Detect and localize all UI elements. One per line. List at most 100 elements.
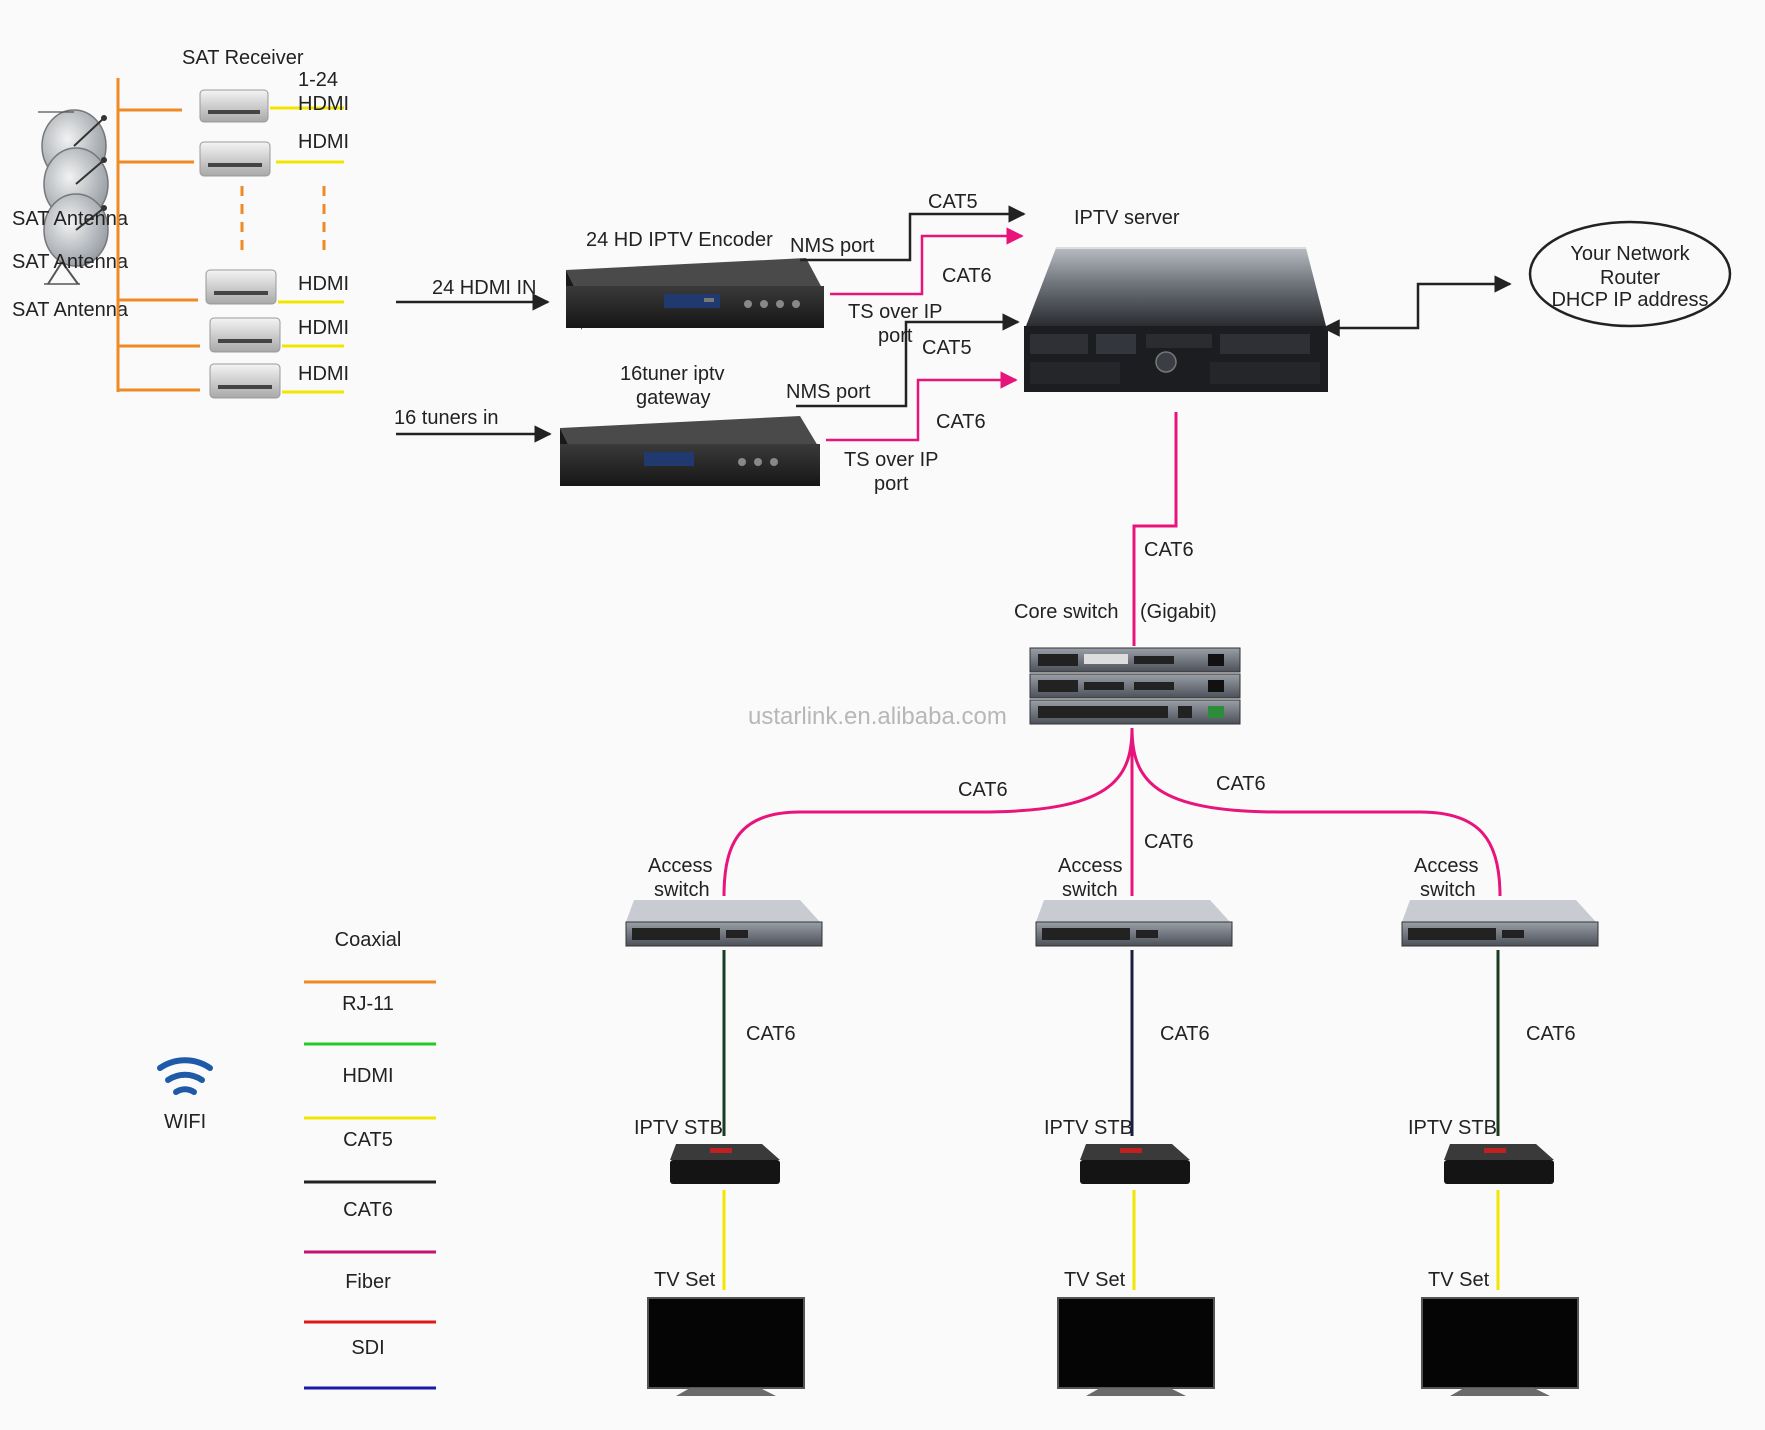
- iptv-encoder-device: [566, 258, 824, 330]
- cat5-label: CAT5: [928, 191, 978, 213]
- legend-item: CAT6: [304, 1199, 436, 1254]
- cat6-label: CAT6: [1144, 831, 1194, 853]
- satellite-dish-icon: [43, 193, 109, 285]
- iptv-stb-device: [1444, 1144, 1554, 1184]
- core-access-cat6-links: [722, 727, 1502, 897]
- gateway-ts-label: TS over IP: [844, 449, 938, 471]
- access-switch-label-2: switch: [654, 879, 710, 901]
- legend-label: HDMI: [342, 1065, 393, 1087]
- cat6-label: CAT6: [936, 411, 986, 433]
- gigabit-label: (Gigabit): [1140, 601, 1217, 623]
- legend-label: Fiber: [345, 1271, 391, 1293]
- legend-item: Coaxial: [304, 929, 436, 984]
- server-core-cat6-link: [1132, 412, 1178, 646]
- cat6-label: CAT6: [1144, 539, 1194, 561]
- encoder-port-label: port: [878, 325, 913, 347]
- sat-receiver-device: [199, 89, 269, 123]
- iptv-stb-label: IPTV STB: [634, 1117, 723, 1139]
- sat-receiver-device: [209, 363, 281, 399]
- wifi-icon: [157, 1057, 213, 1095]
- tv-set-label: TV Set: [1428, 1269, 1490, 1291]
- legend-item: RJ-11: [304, 993, 436, 1046]
- iptv-stb-device: [670, 1144, 780, 1184]
- access-switch-label: Access: [1414, 855, 1478, 877]
- gateway-title-2: gateway: [636, 387, 711, 409]
- gateway-title: 16tuner iptv: [620, 363, 725, 385]
- hdmi-cabling: [270, 106, 344, 394]
- access-switch-device: [1401, 900, 1599, 947]
- sat-receiver-device: [209, 317, 281, 353]
- tuners-in-label: 16 tuners in: [394, 407, 499, 429]
- network-router: Your Network Router DHCP IP address: [1528, 220, 1732, 328]
- router-label-3: DHCP IP address: [1551, 289, 1708, 311]
- cat6-label: CAT6: [958, 779, 1008, 801]
- tv-set-device: [647, 1297, 805, 1396]
- sat-receiver-title: SAT Receiver: [182, 47, 304, 69]
- iptv-gateway-device: [560, 416, 820, 486]
- satellite-dishes: [38, 109, 109, 285]
- sat-receivers: [199, 89, 281, 399]
- cat6-label: CAT6: [1526, 1023, 1576, 1045]
- cat6-label: CAT6: [942, 265, 992, 287]
- access-switch-label: Access: [1058, 855, 1122, 877]
- core-switch-label: Core switch: [1014, 601, 1118, 623]
- watermark-text: ustarlink.en.alibaba.com: [748, 703, 1007, 730]
- gateway-port-label: port: [874, 473, 909, 495]
- access-switch-device: [1035, 900, 1233, 947]
- encoder-nms-cat5-link: [800, 205, 1026, 262]
- access-switch-label-2: switch: [1062, 879, 1118, 901]
- tv-set-device: [1421, 1297, 1579, 1396]
- hdmi-label: HDMI: [298, 317, 349, 339]
- gateway-nms-port-label: NMS port: [786, 381, 871, 403]
- tv-set-label: TV Set: [654, 1269, 716, 1291]
- cat6-label: CAT6: [746, 1023, 796, 1045]
- iptv-server-device: [1024, 247, 1328, 392]
- encoder-ts-cat6-link: [830, 227, 1024, 296]
- encoder-title: 24 HD IPTV Encoder: [586, 229, 773, 251]
- sat-antenna-label: SAT Antenna: [12, 299, 129, 321]
- gateway-nms-cat5-link: [796, 313, 1020, 408]
- legend-label: CAT6: [343, 1199, 393, 1221]
- hdmi-label: HDMI: [298, 131, 349, 153]
- receiver-range-label: 1-24: [298, 69, 338, 91]
- hdmi-label: HDMI: [298, 93, 349, 115]
- cat5-label: CAT5: [922, 337, 972, 359]
- router-label-1: Your Network: [1570, 243, 1690, 265]
- iptv-server-title: IPTV server: [1074, 207, 1180, 229]
- gateway-ts-cat6-link: [826, 371, 1018, 442]
- sat-antenna-label: SAT Antenna: [12, 208, 129, 230]
- encoder-ts-label: TS over IP: [848, 301, 942, 323]
- cat6-label: CAT6: [1216, 773, 1266, 795]
- legend-label: RJ-11: [342, 993, 394, 1015]
- iptv-stb-label: IPTV STB: [1044, 1117, 1133, 1139]
- legend-item: SDI: [304, 1337, 436, 1390]
- iptv-stb-label: IPTV STB: [1408, 1117, 1497, 1139]
- legend-item: CAT5: [304, 1129, 436, 1184]
- legend-item: Fiber: [304, 1271, 436, 1324]
- legend-item: HDMI: [304, 1065, 436, 1120]
- access-switch-device: [625, 900, 823, 947]
- legend-label: Coaxial: [335, 929, 402, 951]
- sat-receiver-device: [205, 269, 277, 305]
- hdmi-in-label: 24 HDMI IN: [432, 277, 536, 299]
- core-switch-device: [1029, 647, 1241, 725]
- coaxial-cabling: [116, 78, 244, 392]
- iptv-stb-device: [1080, 1144, 1190, 1184]
- encoder-nms-port-label: NMS port: [790, 235, 875, 257]
- sat-antenna-label: SAT Antenna: [12, 251, 129, 273]
- router-label-2: Router: [1600, 267, 1660, 289]
- access-switch-label-2: switch: [1420, 879, 1476, 901]
- hdmi-label: HDMI: [298, 273, 349, 295]
- access-switch-label: Access: [648, 855, 712, 877]
- server-router-link: [1322, 275, 1512, 337]
- tv-set-label: TV Set: [1064, 1269, 1126, 1291]
- hdmi-label: HDMI: [298, 363, 349, 385]
- tv-set-device: [1057, 1297, 1215, 1396]
- cat6-label: CAT6: [1160, 1023, 1210, 1045]
- legend-label: SDI: [351, 1337, 384, 1359]
- legend-label: CAT5: [343, 1129, 393, 1151]
- sat-receiver-device: [199, 141, 271, 177]
- wifi-label: WIFI: [164, 1111, 206, 1133]
